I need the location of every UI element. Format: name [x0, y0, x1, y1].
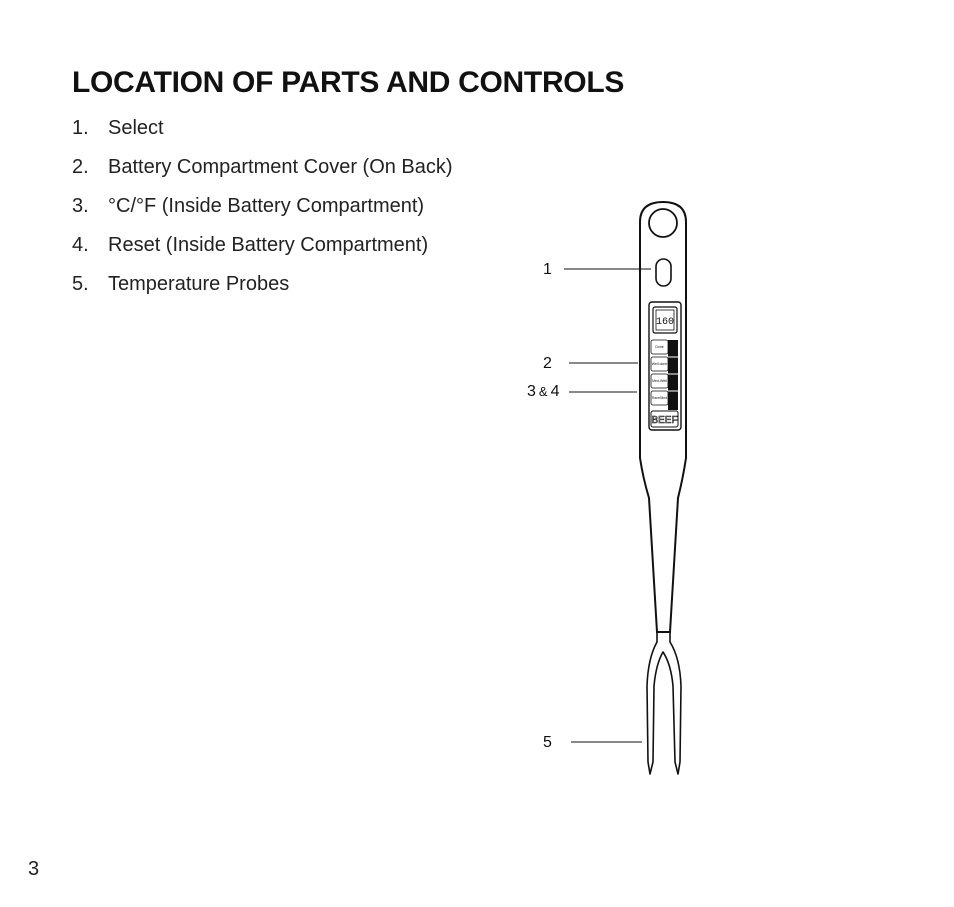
doneness-label: Done — [655, 345, 663, 349]
callout-5: 5 — [543, 734, 552, 751]
callout-3: 3 — [527, 383, 536, 400]
fork-tines — [646, 632, 682, 775]
doneness-label: Well done — [652, 362, 668, 366]
item-label: °C/°F (Inside Battery Compartment) — [108, 195, 425, 217]
meat-label-text: BEEF — [651, 415, 677, 426]
meat-label-frame — [650, 410, 679, 428]
page-title: LOCATION OF PARTS AND CONTROLS — [72, 66, 625, 99]
callout-4: 4 — [550, 383, 560, 400]
doneness-label: Med-Well — [652, 379, 667, 383]
list-item: 2. Battery Compartment Cover (On Back) — [72, 153, 453, 192]
callout-ampersand: & — [538, 384, 548, 399]
doneness-bar — [668, 340, 678, 410]
item-label: Temperature Probes — [108, 273, 290, 295]
list-item: 5. Temperature Probes — [72, 270, 453, 309]
parts-list: 1. Select 2. Battery Compartment Cover (On… — [72, 114, 453, 309]
hanging-hole — [648, 208, 678, 238]
callout-1: 1 — [543, 261, 552, 278]
item-label: Reset (Inside Battery Compartment) — [108, 234, 429, 256]
select-button-shape — [655, 258, 672, 287]
doneness-label: Rare/Med — [652, 396, 667, 400]
callout-3-and-4: 3&4 — [527, 383, 559, 401]
list-item: 4. Reset (Inside Battery Compartment) — [72, 231, 453, 270]
item-number: 2. — [72, 156, 89, 178]
item-label: Select — [108, 117, 164, 139]
item-number: 4. — [72, 234, 89, 256]
temp-readout-text: 160 — [656, 317, 674, 328]
temp-readout-screen — [655, 309, 675, 331]
item-label: Battery Compartment Cover (On Back) — [108, 156, 453, 178]
callout-2: 2 — [543, 355, 552, 372]
list-item: 3. °C/°F (Inside Battery Compartment) — [72, 192, 453, 231]
list-item: 1. Select — [72, 114, 453, 153]
page-number: 3 — [28, 858, 40, 880]
item-number: 3. — [72, 195, 89, 217]
item-number: 1. — [72, 117, 89, 139]
item-number: 5. — [72, 273, 89, 295]
